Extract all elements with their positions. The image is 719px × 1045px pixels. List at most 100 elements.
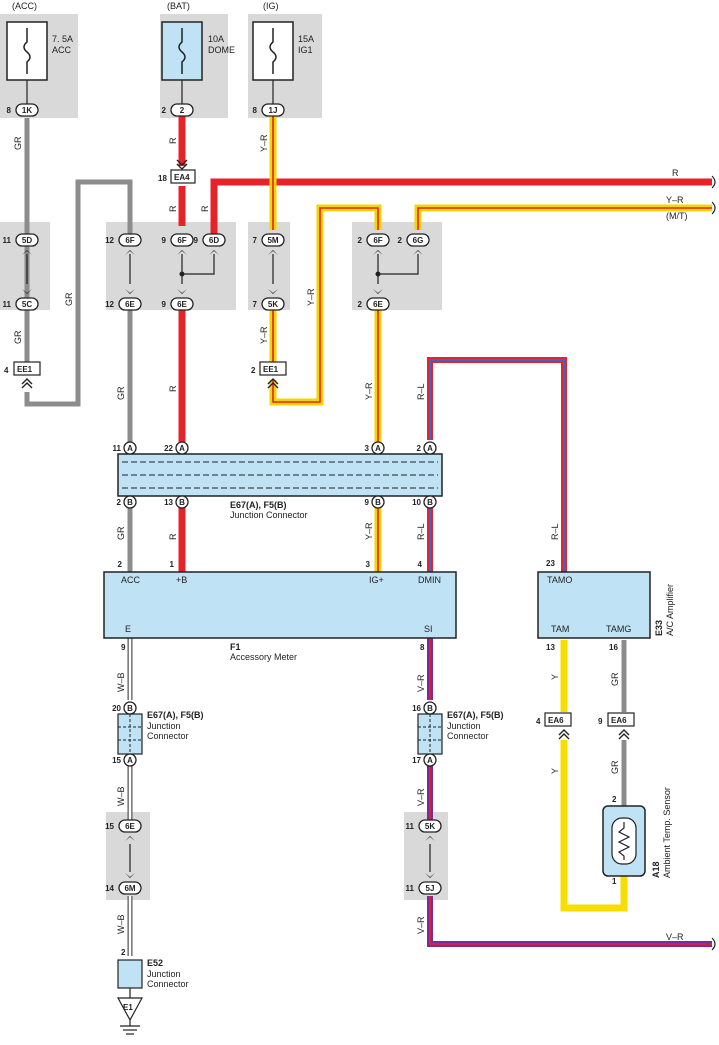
- meter-pin-label-3: DMIN: [418, 575, 441, 585]
- conn-5d-label: 5D: [22, 236, 32, 245]
- e52-id: E52: [147, 958, 163, 968]
- connector-ea6-y: 4 EA6: [536, 712, 572, 740]
- sensor-name: Ambient Temp. Sensor: [662, 787, 672, 878]
- jc-left-pin-top-num: 20: [112, 704, 121, 713]
- wires: [24, 112, 716, 956]
- conn-5m: 5M7: [253, 233, 285, 255]
- conn-6e-b-pin: 9: [162, 300, 167, 309]
- jc-mid-pin-bot-num: 17: [412, 756, 421, 765]
- ea4-pin: 18: [158, 174, 167, 183]
- conn-6d-label: 6D: [209, 236, 219, 245]
- conn-6f-b-label: 6F: [177, 236, 186, 245]
- junction-dots: [179, 271, 381, 277]
- wire-label-gr-4: GR: [116, 386, 126, 400]
- conn-6e-c-pin: 2: [358, 300, 363, 309]
- conn-5k-label: 5K: [268, 300, 278, 309]
- source-ig-label: (IG): [263, 1, 279, 11]
- conn-2-pin: 2: [162, 106, 167, 115]
- jc-mid-pin-top-letter: B: [427, 704, 433, 713]
- conn-6e-low-pin: 15: [105, 822, 114, 831]
- conn-5c-pin: 11: [3, 300, 12, 309]
- jc-top-pin-a0-num: 11: [113, 444, 122, 453]
- conn-6d: 6D9: [194, 233, 226, 255]
- jc-mid-pin-top-num: 16: [412, 704, 421, 713]
- wire-label-wb-2: W–B: [116, 786, 126, 806]
- source-bat-label: (BAT): [167, 1, 190, 11]
- ea6-gr-label: EA6: [611, 716, 627, 725]
- conn-6m-pin: 14: [105, 884, 114, 893]
- conn-6f-b: 6F9: [162, 233, 194, 255]
- meter-id: F1: [230, 642, 241, 652]
- wire-label-y-1: Y: [550, 674, 560, 680]
- ee1-left-label: EE1: [17, 365, 33, 374]
- meter-pin-num-1: 1: [170, 560, 175, 569]
- jc-top-pin-a1-letter: A: [179, 444, 185, 453]
- conn-5m-pin: 7: [253, 236, 258, 245]
- conn-5c: 5C 11: [3, 289, 39, 311]
- jc-top-pin-a2-letter: A: [375, 444, 381, 453]
- conn-5c-label: 5C: [22, 300, 32, 309]
- conn-1j-label: 1J: [269, 106, 278, 115]
- vr-wire: [427, 638, 712, 947]
- connector-ea6-gr: 9 EA6: [598, 712, 635, 740]
- junction-connector-mid: E67(A), F5(B) Junction Connector: [417, 710, 504, 755]
- sensor-pin-top: 2: [612, 795, 617, 804]
- wire-label-wb-3: W–B: [116, 914, 126, 934]
- conn-5k-low-label: 5K: [425, 822, 435, 831]
- conn-5k-pin: 7: [253, 300, 258, 309]
- meter-e-label: E: [125, 624, 131, 634]
- wire-label-rl-1: R–L: [416, 383, 426, 400]
- wire-label-mt: (M/T): [666, 211, 688, 221]
- e52-sub2: Connector: [147, 979, 189, 989]
- meter-pin-num-2: 3: [366, 560, 371, 569]
- wire-label-yr-4: Y–R: [364, 382, 374, 400]
- conn-1j: 1J8: [253, 103, 285, 117]
- jc-left-pin-bot: A15: [112, 753, 137, 767]
- fuse-ig1-name: IG1: [298, 45, 313, 55]
- amp-tam-num: 13: [546, 643, 555, 652]
- meter-si-label: SI: [424, 624, 433, 634]
- conn-5j-label: 5J: [426, 884, 435, 893]
- jc-top-subtitle: Junction Connector: [230, 510, 308, 520]
- jc-top-pin-b0: B2: [117, 495, 137, 509]
- jc-top-pin-b3: B10: [412, 495, 437, 509]
- wire-label-r-3: R: [200, 205, 210, 212]
- conn-6e-c-label: 6E: [373, 300, 383, 309]
- meter-e-pin: 9: [121, 643, 126, 652]
- yr-wire: [269, 112, 712, 572]
- ea6-gr-pin: 9: [598, 717, 603, 726]
- ac-amplifier: 23 TAMO TAM 13 TAMG 16 E33 A/C Amplifier: [537, 559, 675, 652]
- wire-label-r-right: R: [672, 168, 679, 178]
- amp-tamg-label: TAMG: [606, 624, 631, 634]
- jc-top-pin-a3-letter: A: [427, 444, 433, 453]
- conn-5k: 5K 7: [253, 289, 285, 311]
- meter-pin-label-2: IG+: [369, 575, 384, 585]
- ee1-right-label: EE1: [263, 365, 279, 374]
- ee1-left-pin: 4: [4, 366, 9, 375]
- jc-left-pin-bot-letter: A: [127, 756, 133, 765]
- conn-6f-a-pin: 12: [105, 236, 114, 245]
- conn-1k: 1K8: [7, 103, 39, 117]
- wire-label-gr-3: GR: [64, 292, 74, 306]
- wire-label-r-5: R: [168, 533, 178, 540]
- conn-2: 22: [162, 103, 194, 117]
- wire-label-vr-1: V–R: [416, 674, 426, 692]
- sensor-id: A18: [651, 861, 661, 878]
- wire-label-gr-7: GR: [610, 760, 620, 774]
- wire-label-wb-1: W–B: [116, 672, 126, 692]
- conn-6f-c-pin: 2: [358, 236, 363, 245]
- wire-label-yr-5: Y–R: [364, 522, 374, 540]
- wire-label-r-1: R: [168, 137, 178, 144]
- meter-pin-num-0: 2: [118, 560, 123, 569]
- fuse-dome: 10A DOME: [161, 21, 235, 81]
- jc-top-pin-a1-num: 22: [164, 444, 173, 453]
- jc-top-pin-a2-num: 3: [365, 444, 370, 453]
- jc-left-sub2: Connector: [147, 731, 189, 741]
